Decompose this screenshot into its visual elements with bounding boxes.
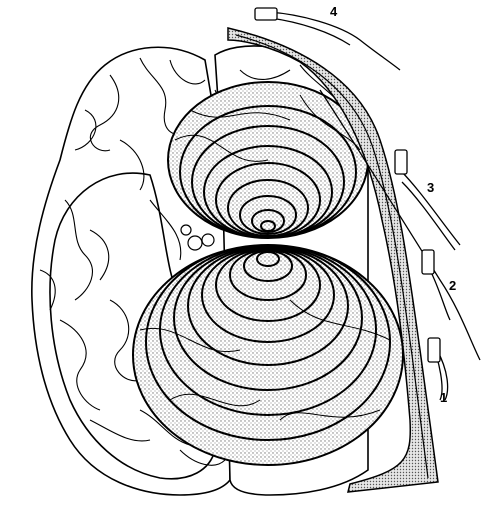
upper-field-lobe xyxy=(168,82,368,238)
connector-1 xyxy=(428,338,440,362)
label-2: 2 xyxy=(449,278,456,293)
label-1: 1 xyxy=(440,390,447,405)
lower-field-lobe xyxy=(133,244,403,465)
connector-3 xyxy=(395,150,407,174)
connector-2 xyxy=(422,250,434,274)
connector-4 xyxy=(255,8,277,20)
label-4: 4 xyxy=(330,4,338,19)
label-3: 3 xyxy=(427,180,434,195)
